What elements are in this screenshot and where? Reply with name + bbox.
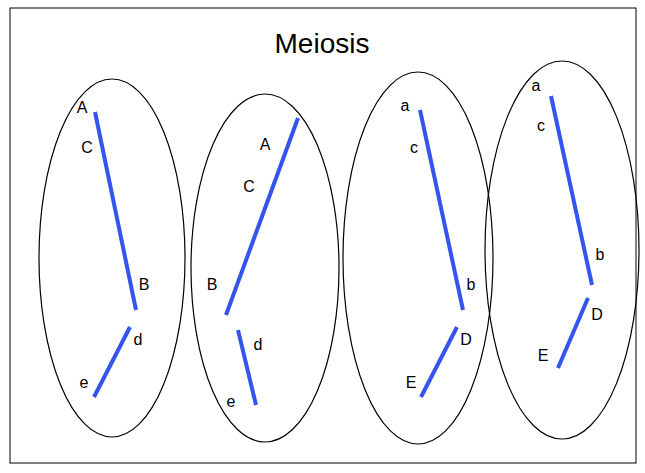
cell-ellipse: a c bD E xyxy=(484,60,640,440)
gene-holder: c xyxy=(410,139,418,157)
cell-outline xyxy=(38,78,186,438)
gene-label: c xyxy=(537,118,545,134)
gene-label: D xyxy=(591,307,603,323)
gene-holder: D xyxy=(460,331,472,349)
chromosome-line xyxy=(420,110,463,310)
cell-ellipse: a c bD E xyxy=(342,71,494,445)
gene-label: a xyxy=(532,78,541,94)
gene-holder: d xyxy=(134,331,143,349)
frame xyxy=(10,8,636,463)
gene-holder: A xyxy=(77,99,88,117)
gene-holder: C xyxy=(81,139,93,157)
gene-label: E xyxy=(406,375,417,391)
gene-label: C xyxy=(243,179,255,195)
gene-label: d xyxy=(134,332,143,348)
gene-label: D xyxy=(460,332,472,348)
gene-holder: D xyxy=(591,306,603,324)
chromosome-line xyxy=(95,112,136,310)
diagram-title: Meiosis xyxy=(275,29,370,60)
gene-label: b xyxy=(467,277,476,293)
gene-label: A xyxy=(77,100,88,116)
cell-ellipse: A C Bd e xyxy=(38,78,186,438)
chromosome-line xyxy=(551,96,592,285)
cell-membrane xyxy=(485,61,639,439)
gene-holder: d xyxy=(254,336,263,354)
gene-holder: c xyxy=(537,117,545,135)
gene-label: d xyxy=(254,337,263,353)
gene-holder: E xyxy=(406,374,417,392)
cell-membrane xyxy=(191,94,339,442)
gene-holder: B xyxy=(207,276,218,294)
gene-holder: e xyxy=(227,393,236,411)
chromosome-line xyxy=(238,330,256,405)
cell-outline xyxy=(484,60,640,440)
chromosome-line xyxy=(94,327,130,397)
gene-label: e xyxy=(80,375,89,391)
cell-ellipse: A C Bd e xyxy=(190,93,340,443)
gene-holder: B xyxy=(139,276,150,294)
gene-holder: C xyxy=(243,178,255,196)
chromosome-line xyxy=(558,298,588,368)
gene-label: e xyxy=(227,394,236,410)
gene-label: B xyxy=(207,277,218,293)
gene-holder: E xyxy=(538,347,549,365)
title-holder: Meiosis xyxy=(275,29,370,60)
chromosome-line xyxy=(226,118,298,315)
gene-holder: e xyxy=(80,374,89,392)
cell-membrane xyxy=(343,72,493,444)
gene-holder: b xyxy=(596,246,605,264)
cell-membrane xyxy=(39,79,185,437)
gene-holder: a xyxy=(401,97,410,115)
gene-label: c xyxy=(410,140,418,156)
gene-label: A xyxy=(260,137,271,153)
gene-label: C xyxy=(81,140,93,156)
gene-label: a xyxy=(401,98,410,114)
gene-label: b xyxy=(596,247,605,263)
gene-label: B xyxy=(139,277,150,293)
cell-outline xyxy=(342,71,494,445)
gene-label: E xyxy=(538,348,549,364)
gene-holder: b xyxy=(467,276,476,294)
gene-holder: A xyxy=(260,136,271,154)
gene-holder: a xyxy=(532,77,541,95)
chromosome-line xyxy=(421,327,457,397)
